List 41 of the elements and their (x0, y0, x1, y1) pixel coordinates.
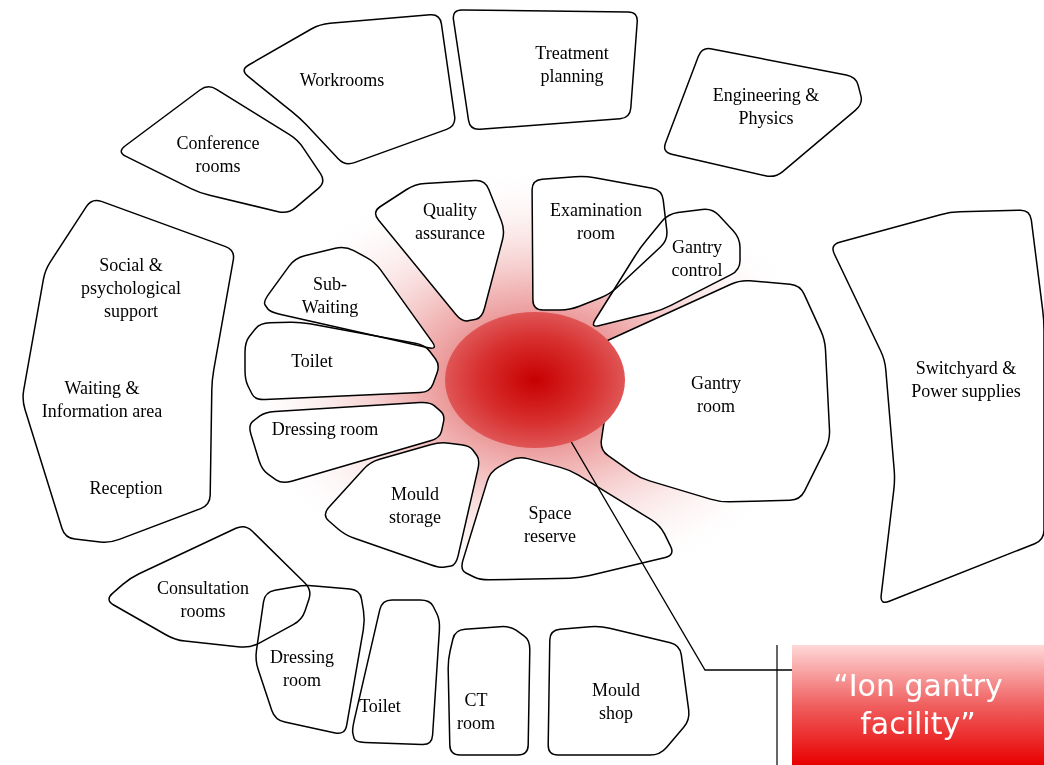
label-panel (792, 645, 1044, 765)
room-outline (248, 402, 445, 484)
room-label: Quality assurance (414, 199, 486, 245)
room-label: Dressing room (269, 646, 335, 692)
room-label: Space reserve (523, 502, 577, 548)
room-outline (532, 176, 668, 310)
room-label: Mould storage (388, 483, 442, 529)
room-outline (22, 198, 235, 543)
room-label: Social & psychological support (80, 253, 182, 323)
panel-label: “Ion gantry facility” (832, 667, 1004, 743)
room-label: CT room (456, 689, 496, 735)
room-outline (662, 47, 863, 178)
room-label: Gantry control (670, 236, 724, 282)
leader-line (570, 441, 793, 671)
room-label: Dressing room (271, 417, 379, 441)
room-outline (105, 524, 312, 648)
room-outline (263, 246, 438, 350)
room-label: Mould shop (591, 679, 641, 725)
room-label: Treatment planning (534, 42, 610, 88)
room-outline (830, 210, 1044, 605)
room-outline (117, 84, 326, 214)
room-label: Reception (89, 476, 163, 500)
room-outline (452, 10, 638, 130)
room-outline (352, 600, 440, 745)
room-label: Examination room (549, 199, 643, 245)
room-label: Gantry room (690, 372, 742, 418)
room-outline (245, 322, 440, 400)
room-outline (448, 626, 530, 755)
room-label: Toilet (359, 694, 401, 718)
room-label: Waiting & Information area (40, 377, 164, 423)
room-label: Sub-Waiting (300, 273, 360, 319)
room-label: Consultation rooms (156, 577, 250, 623)
room-label: Switchyard & Power supplies (911, 357, 1021, 403)
room-outline (322, 442, 480, 568)
room-label: Engineering & Physics (711, 84, 821, 130)
room-outline (548, 626, 690, 755)
room-label: Conference rooms (175, 132, 261, 178)
room-outline (372, 180, 505, 322)
room-outline (460, 456, 675, 580)
room-label: Workrooms (299, 68, 385, 92)
room-label: Toilet (291, 349, 333, 373)
